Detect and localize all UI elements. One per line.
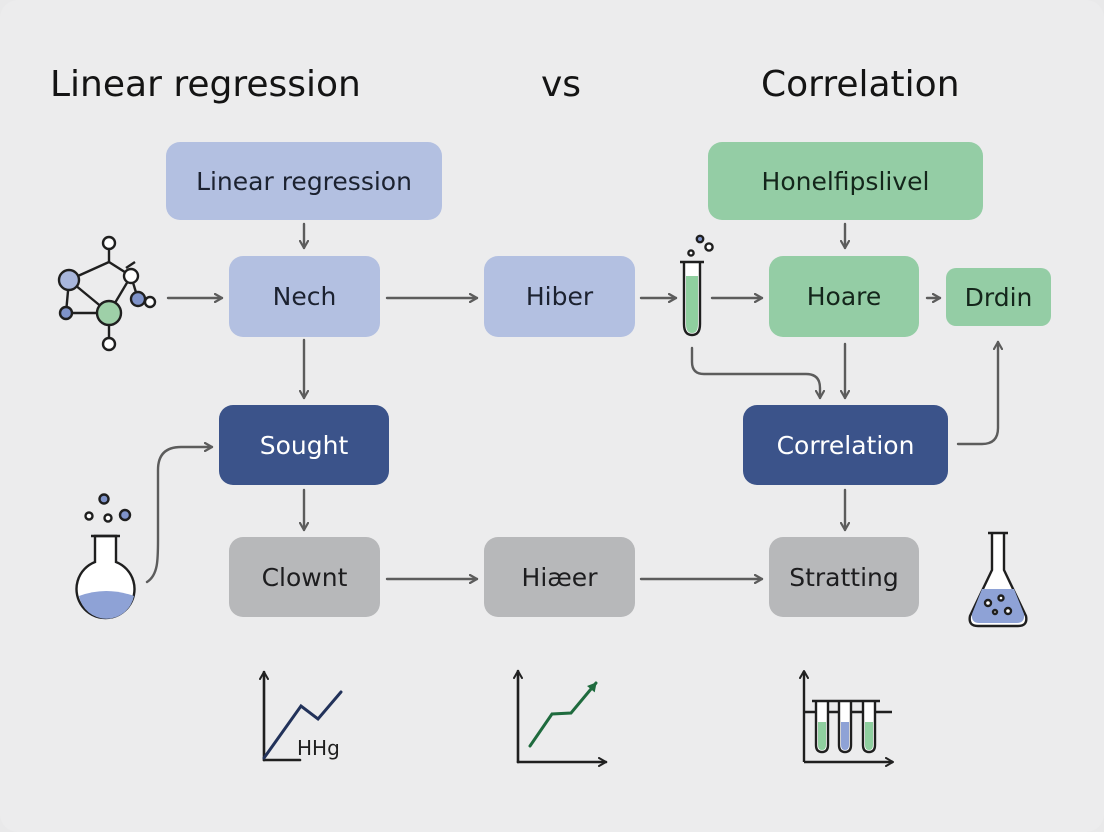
node-hiber-top[interactable]: Hiber bbox=[484, 256, 635, 337]
node-correlation[interactable]: Correlation bbox=[743, 405, 948, 485]
conical-flask-icon bbox=[968, 531, 1028, 628]
node-honelfipslivel[interactable]: Honelfipslivel bbox=[708, 142, 983, 220]
test-tube-icon bbox=[680, 234, 714, 337]
arrow-correlation-to-drdin bbox=[956, 340, 998, 446]
line-chart-label: HHg bbox=[297, 736, 340, 760]
molecule-icon bbox=[57, 235, 157, 352]
line-chart-icon bbox=[259, 670, 343, 762]
round-flask-icon bbox=[75, 493, 136, 620]
heading-linear-regression: Linear regression bbox=[50, 64, 361, 105]
heading-vs: vs bbox=[541, 64, 582, 105]
heading-correlation: Correlation bbox=[761, 64, 960, 105]
node-hoare[interactable]: Hoare bbox=[769, 256, 919, 337]
node-linear-regression[interactable]: Linear regression bbox=[166, 142, 442, 220]
tube-rack-chart-icon bbox=[799, 670, 894, 767]
node-clownt[interactable]: Clownt bbox=[229, 537, 380, 617]
trend-chart-icon bbox=[513, 669, 608, 767]
node-nech[interactable]: Nech bbox=[229, 256, 380, 337]
node-drdin[interactable]: Drdin bbox=[946, 268, 1051, 326]
arrow-tube-to-correlation bbox=[690, 346, 820, 400]
arrow-flask-to-sought bbox=[145, 447, 214, 584]
node-hiber-bottom[interactable]: Hiæer bbox=[484, 537, 635, 617]
node-stratting[interactable]: Stratting bbox=[769, 537, 919, 617]
node-sought[interactable]: Sought bbox=[219, 405, 389, 485]
